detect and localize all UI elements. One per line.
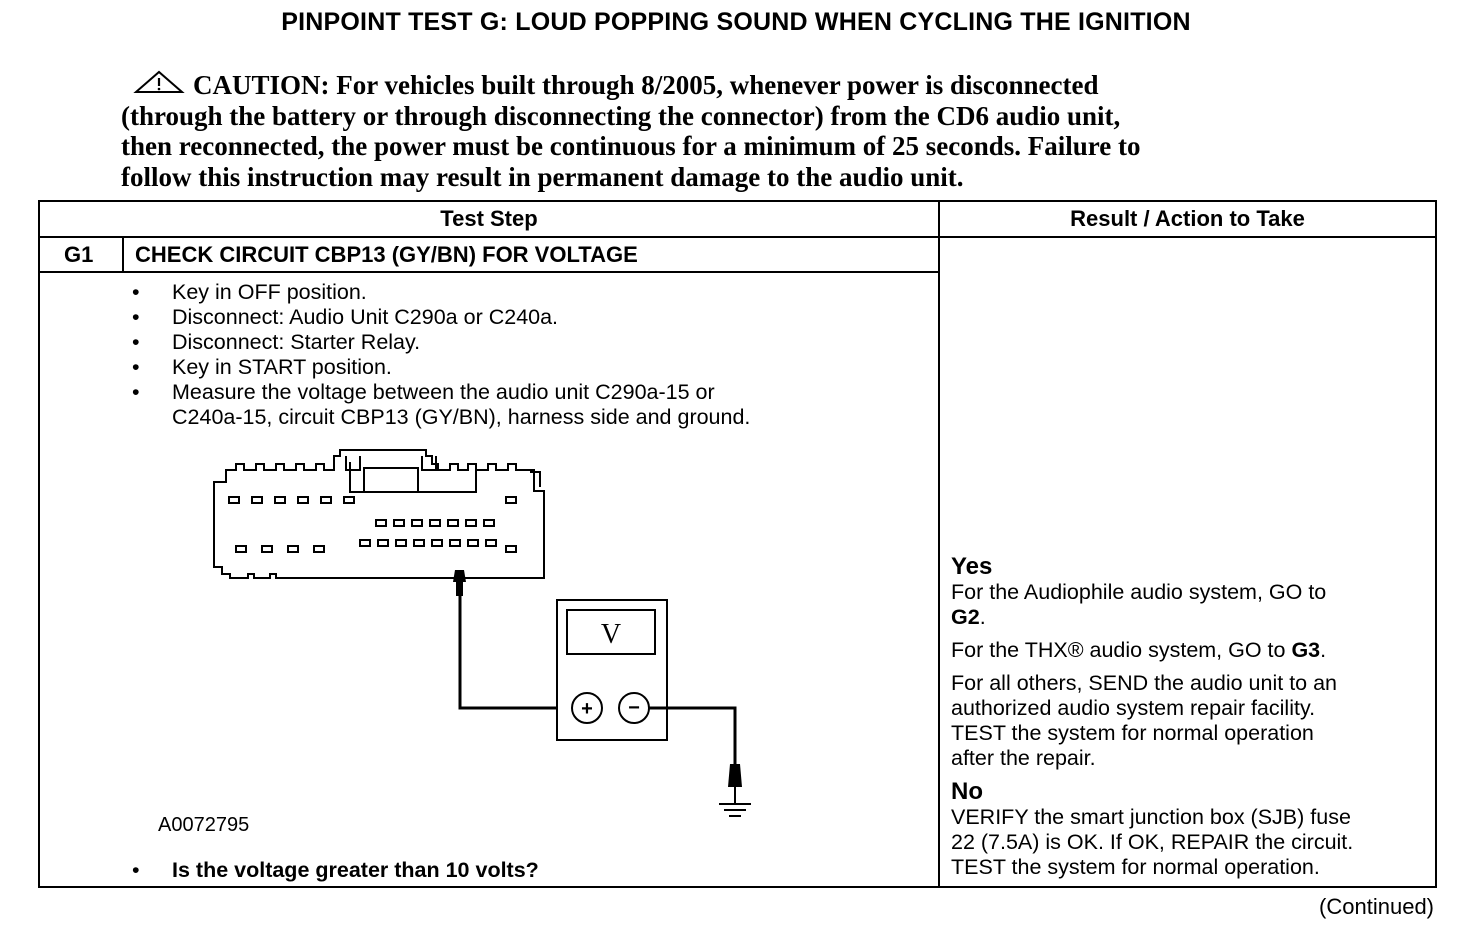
positive-terminal bbox=[571, 692, 603, 724]
no-text-line: VERIFY the smart junction box (SJB) fuse bbox=[951, 805, 1351, 829]
caution-line-4: follow this instruction may result in pe… bbox=[121, 161, 964, 192]
goto-g3-link: G3 bbox=[1291, 638, 1321, 662]
result-action-content: Yes For the Audiophile audio system, GO … bbox=[951, 554, 1437, 880]
yes-label: Yes bbox=[951, 553, 993, 580]
column-divider bbox=[938, 202, 940, 886]
yes-audiophile-text: For the Audiophile audio system, GO to bbox=[951, 580, 1327, 604]
instruction-item-text: C240a-15, circuit CBP13 (GY/BN), harness… bbox=[172, 405, 751, 429]
yes-others: For all others, SEND the audio unit to a… bbox=[951, 671, 1437, 771]
yes-thx-text: For the THX® audio system, GO to bbox=[951, 638, 1292, 662]
caution-block: CAUTION: For vehicles built through 8/20… bbox=[121, 70, 1361, 192]
instruction-item: Disconnect: Starter Relay. bbox=[132, 330, 750, 355]
caution-line-1: CAUTION: For vehicles built through 8/20… bbox=[121, 70, 1361, 101]
ground-wire bbox=[649, 706, 751, 817]
instruction-item-continuation: C240a-15, circuit CBP13 (GY/BN), harness… bbox=[132, 405, 750, 430]
page-title: PINPOINT TEST G: LOUD POPPING SOUND WHEN… bbox=[281, 8, 1191, 36]
connector-shell bbox=[213, 449, 545, 579]
step-instructions: Key in OFF position. Disconnect: Audio U… bbox=[132, 280, 750, 430]
instruction-item: Disconnect: Audio Unit C290a or C240a. bbox=[132, 305, 750, 330]
goto-g2-link: G2 bbox=[951, 605, 980, 629]
test-table: Test Step Result / Action to Take G1 CHE… bbox=[38, 200, 1437, 888]
no-text: VERIFY the smart junction box (SJB) fuse… bbox=[951, 805, 1437, 880]
connector-meter-diagram: V + − bbox=[213, 449, 751, 817]
yes-others-line: authorized audio system repair facility. bbox=[951, 696, 1316, 720]
figure-id: A0072795 bbox=[158, 814, 250, 836]
step-title-divider bbox=[40, 271, 938, 273]
step-question: Is the voltage greater than 10 volts? bbox=[132, 858, 539, 883]
instruction-item: Measure the voltage between the audio un… bbox=[132, 380, 750, 405]
yes-others-line: TEST the system for normal operation bbox=[951, 721, 1314, 745]
header-result-action: Result / Action to Take bbox=[1070, 206, 1305, 231]
no-text-line: 22 (7.5A) is OK. If OK, REPAIR the circu… bbox=[951, 830, 1354, 854]
step-title: CHECK CIRCUIT CBP13 (GY/BN) FOR VOLTAGE bbox=[135, 242, 638, 267]
voltmeter: V + − bbox=[556, 599, 668, 741]
step-id: G1 bbox=[64, 242, 94, 267]
meter-symbol: V bbox=[601, 619, 621, 650]
connector-pins bbox=[228, 496, 517, 553]
warning-triangle-icon bbox=[133, 70, 185, 93]
instruction-item: Key in START position. bbox=[132, 355, 750, 380]
minus-label: − bbox=[628, 697, 640, 719]
probe-wire bbox=[453, 570, 585, 710]
no-text-line: TEST the system for normal operation. bbox=[951, 855, 1320, 879]
yes-others-line: For all others, SEND the audio unit to a… bbox=[951, 671, 1338, 695]
plus-label: + bbox=[581, 698, 593, 720]
header-divider bbox=[40, 236, 1435, 238]
caution-line-2: (through the battery or through disconne… bbox=[121, 100, 1121, 131]
step-id-divider bbox=[122, 236, 124, 272]
instruction-item: Key in OFF position. bbox=[132, 280, 750, 305]
yes-thx: For the THX® audio system, GO to G3. bbox=[951, 638, 1327, 662]
yes-others-line: after the repair. bbox=[951, 746, 1096, 770]
no-label: No bbox=[951, 778, 983, 805]
caution-text: CAUTION: For vehicles built through 8/20… bbox=[193, 70, 1099, 100]
caution-line-3: then reconnected, the power must be cont… bbox=[121, 131, 1141, 161]
header-test-step: Test Step bbox=[440, 206, 538, 231]
continued-label: (Continued) bbox=[1319, 894, 1434, 919]
